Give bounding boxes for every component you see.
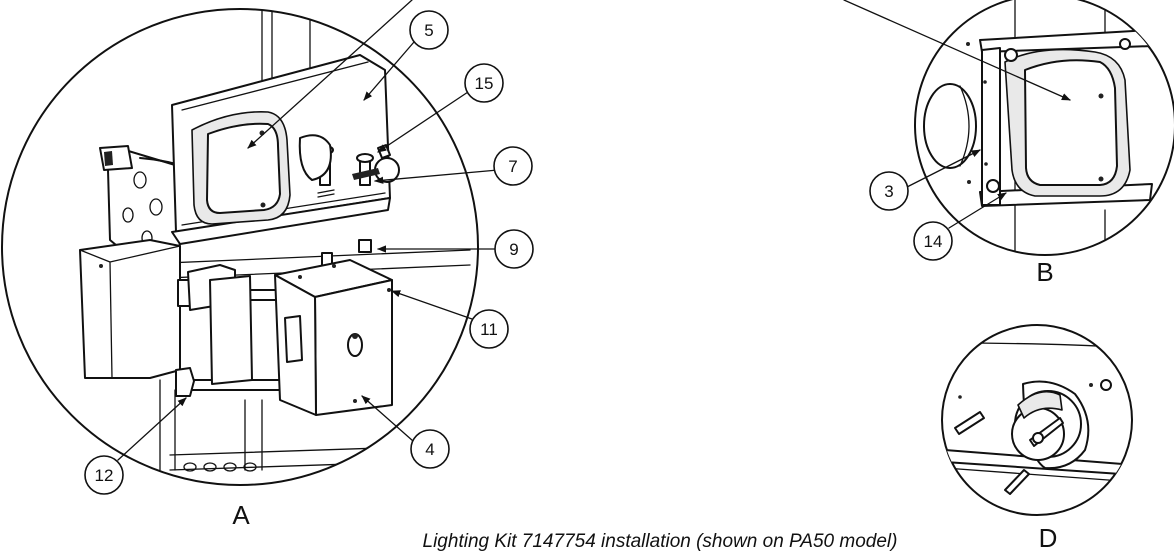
view-label-b: B xyxy=(1036,257,1053,287)
callout-number: 9 xyxy=(509,240,518,259)
callout-4: 4 xyxy=(410,429,450,469)
detail-view-b xyxy=(914,0,1174,256)
view-label-d: D xyxy=(1039,523,1058,552)
clamp-block xyxy=(274,259,393,416)
detail-view-d xyxy=(941,324,1133,516)
callout-number: 7 xyxy=(508,157,517,176)
view-label-a: A xyxy=(232,500,250,530)
callout-11: 11 xyxy=(469,309,509,349)
callout-number: 11 xyxy=(480,320,498,339)
detail-circle-a xyxy=(1,8,479,486)
callout-12: 12 xyxy=(84,455,124,495)
callout-number: 15 xyxy=(475,74,494,93)
frame-holes xyxy=(183,462,257,472)
callout-number: 3 xyxy=(884,182,893,201)
view-b-drawing xyxy=(923,0,1153,255)
callout-circle xyxy=(494,229,534,269)
callout-circle xyxy=(493,146,533,186)
callout-circle xyxy=(464,63,504,103)
callout-circle xyxy=(410,429,450,469)
callout-5: 5 xyxy=(409,10,449,50)
callout-3: 3 xyxy=(869,171,909,211)
callout-number: 12 xyxy=(95,466,114,485)
callout-number: 14 xyxy=(924,232,943,251)
lamp-b xyxy=(1004,48,1131,197)
callout-circle xyxy=(469,309,509,349)
callout-circle xyxy=(409,10,449,50)
leader-lines xyxy=(117,0,1071,461)
lamp-a xyxy=(191,111,291,225)
callout-circle xyxy=(84,455,124,495)
figure-caption: Lighting Kit 7147754 installation (shown… xyxy=(423,531,898,552)
view-a-drawing xyxy=(79,9,471,472)
callout-circle xyxy=(869,171,909,211)
callout-14: 14 xyxy=(913,221,953,261)
detail-view-a xyxy=(1,8,479,486)
callout-circle xyxy=(913,221,953,261)
callout-number: 5 xyxy=(424,21,433,40)
callout-7: 7 xyxy=(493,146,533,186)
callout-number: 4 xyxy=(425,440,434,459)
callout-15: 15 xyxy=(464,63,504,103)
callout-9: 9 xyxy=(494,229,534,269)
